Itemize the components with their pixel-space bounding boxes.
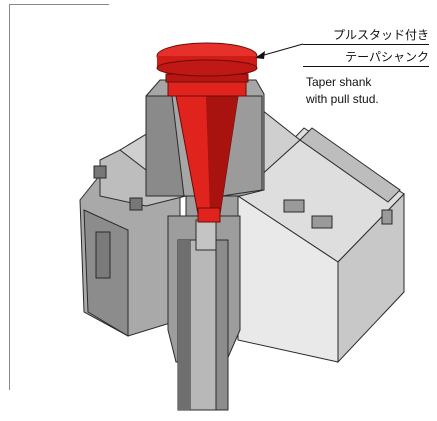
callout-arrowhead bbox=[255, 51, 265, 59]
callout-label-en-line2: with pull stud. bbox=[306, 92, 379, 106]
callout-underline-2 bbox=[303, 66, 429, 67]
flange-key-2 bbox=[311, 215, 333, 229]
pull-stud-head-bottom bbox=[156, 59, 258, 77]
taper-tip bbox=[197, 207, 221, 223]
drawbar-tube-shade bbox=[178, 240, 190, 410]
callout-leader bbox=[256, 43, 304, 58]
callout-label-jp-line1: プルスタッド付き bbox=[332, 28, 429, 42]
flange-key-1 bbox=[283, 199, 305, 213]
drawbar-tube-inner bbox=[189, 239, 217, 411]
callout-label-en-line1: Taper shank bbox=[306, 75, 372, 89]
frame-border-top bbox=[9, 4, 109, 5]
spindle-sleeve-left bbox=[145, 95, 185, 197]
callout-label-jp-line2: テーパシャンク bbox=[345, 50, 429, 64]
drawbar-collet bbox=[195, 219, 217, 251]
chuck-bolt-2 bbox=[129, 197, 143, 211]
frame-border-left bbox=[9, 4, 10, 390]
chuck-slot bbox=[95, 231, 111, 279]
housing-rail bbox=[299, 127, 401, 203]
housing-notch bbox=[381, 209, 393, 225]
taper-shank-shade bbox=[206, 96, 238, 214]
chuck-bolt-1 bbox=[93, 165, 107, 179]
callout-underline-1 bbox=[303, 44, 429, 45]
